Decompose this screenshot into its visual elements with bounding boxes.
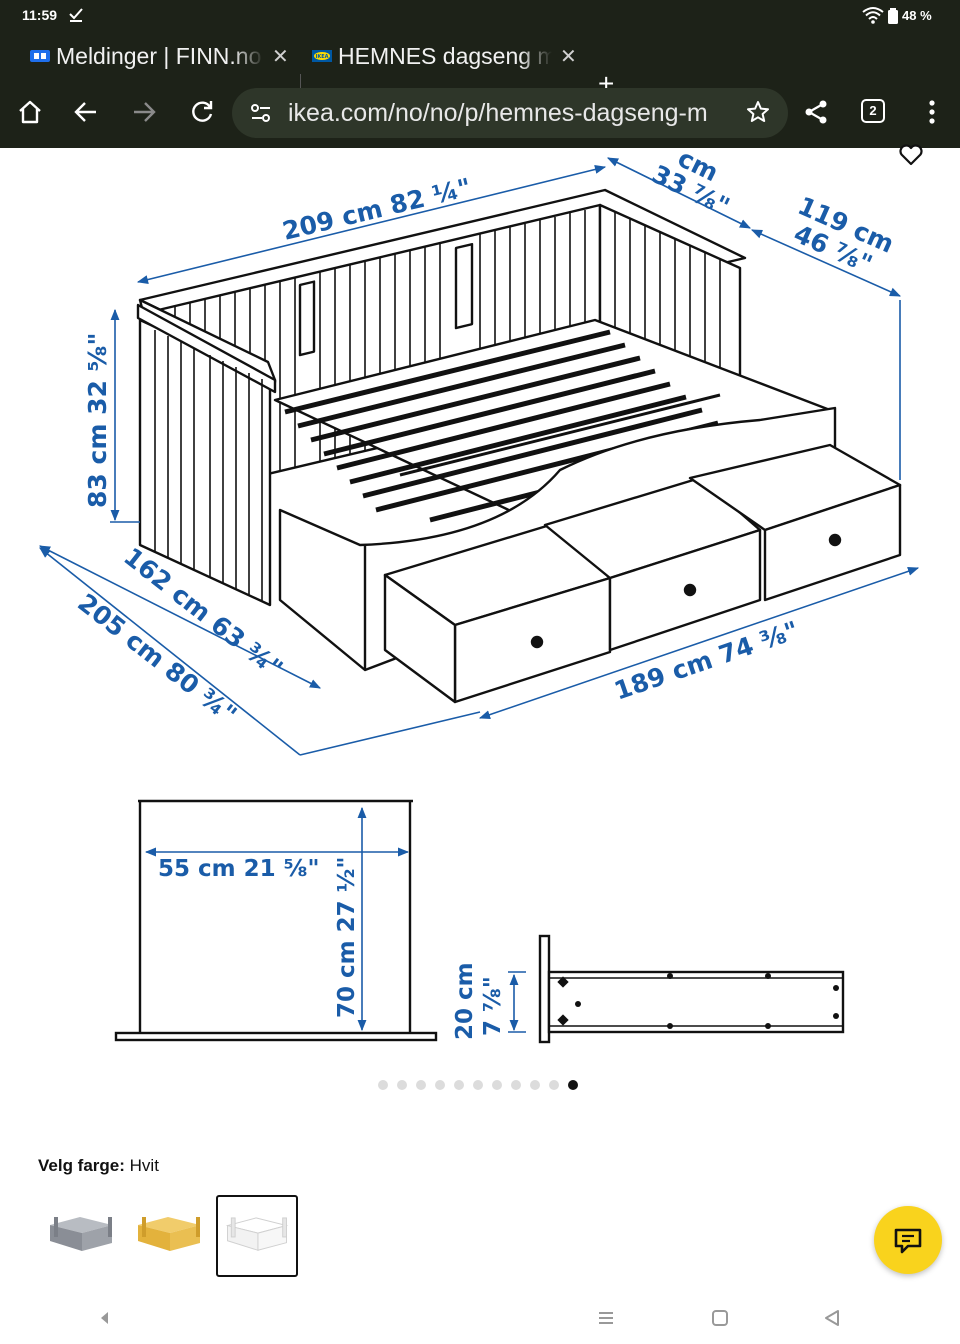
drawer-section-drawing [114, 799, 438, 1042]
recent-apps-icon[interactable] [596, 1308, 616, 1328]
image-carousel-indicator[interactable] [378, 1080, 578, 1090]
carousel-dot[interactable] [397, 1080, 407, 1090]
address-bar[interactable]: ikea.com/no/no/p/hemnes-dagseng-m [232, 88, 788, 138]
rail-dimension-lines [508, 971, 526, 1033]
carousel-dot[interactable] [492, 1080, 502, 1090]
finn-favicon [30, 50, 50, 62]
label-drawer-height: 70 cm 27 ½" [334, 857, 360, 1018]
label-rail-height-in: 7 ⅞" [480, 976, 506, 1036]
label-rail-height: 20 cm [452, 962, 478, 1040]
carousel-dot[interactable] [473, 1080, 483, 1090]
color-swatch-yellow[interactable] [128, 1195, 210, 1277]
carousel-dot[interactable] [568, 1080, 578, 1090]
tab-strip: Meldinger | FINN.no ✕ IKEA HEMNES dagsen… [0, 32, 960, 100]
carousel-dot[interactable] [511, 1080, 521, 1090]
favourite-heart-icon[interactable] [898, 144, 924, 166]
system-navigation-bar [0, 1296, 960, 1344]
battery-percent: 48 % [902, 8, 932, 23]
tab-title: Meldinger | FINN.no [56, 42, 262, 69]
share-icon[interactable] [802, 98, 830, 126]
tab-finn[interactable]: Meldinger | FINN.no ✕ [30, 36, 296, 76]
carousel-dot[interactable] [549, 1080, 559, 1090]
color-swatch-white[interactable] [216, 1195, 298, 1277]
daybed-thumbnail-yellow [138, 1217, 200, 1251]
tab-title: HEMNES dagseng med 3 skuffer [338, 42, 552, 69]
daybed-thumbnail-grey [50, 1217, 112, 1251]
keyboard-hide-icon[interactable] [98, 1310, 110, 1326]
status-time: 11:59 [22, 7, 58, 23]
rail-side-drawing [538, 934, 845, 1044]
daybed-thumbnail-white [225, 1217, 289, 1251]
dimension-lines [39, 157, 920, 756]
drawer-dimension-lines [144, 806, 410, 1032]
carousel-dot[interactable] [454, 1080, 464, 1090]
tab-divider [300, 74, 301, 100]
home-nav-icon[interactable] [710, 1308, 730, 1328]
forward-icon[interactable] [130, 98, 158, 126]
wifi-icon [862, 7, 884, 24]
product-dimension-image[interactable]: 209 cm 82 ¼" cm 33 ⅞" 119 cm 46 ⅞" 83 cm… [0, 148, 960, 1088]
label-height: 83 cm 32 ⅝" [83, 333, 112, 508]
carousel-dot[interactable] [435, 1080, 445, 1090]
svg-text:IKEA: IKEA [315, 54, 328, 60]
carousel-dot[interactable] [530, 1080, 540, 1090]
tab-close-icon[interactable]: ✕ [560, 45, 577, 68]
browser-toolbar: ikea.com/no/no/p/hemnes-dagseng-m 2 [0, 80, 960, 146]
download-done-icon [69, 8, 83, 22]
back-icon[interactable] [72, 98, 100, 126]
back-nav-icon[interactable] [822, 1308, 842, 1328]
tab-count-button[interactable]: 2 [861, 99, 885, 123]
carousel-dot[interactable] [378, 1080, 388, 1090]
tab-close-icon[interactable]: ✕ [272, 45, 289, 68]
url-text: ikea.com/no/no/p/hemnes-dagseng-m [288, 99, 708, 127]
chat-icon [894, 1228, 922, 1254]
label-drawer-depth: 55 cm 21 ⅝" [158, 856, 319, 882]
tab-ikea[interactable]: IKEA HEMNES dagseng med 3 skuffer ✕ [312, 36, 584, 76]
home-icon[interactable] [16, 98, 44, 126]
browser-chrome: 11:59 48 % Meldinger | FINN.no ✕ IKEA HE… [0, 0, 960, 148]
carousel-dot[interactable] [416, 1080, 426, 1090]
site-settings-icon[interactable] [250, 102, 272, 124]
chat-button[interactable] [874, 1206, 942, 1274]
bookmark-star-icon[interactable] [746, 100, 770, 124]
status-bar: 11:59 48 % [0, 0, 960, 32]
color-swatch-grey[interactable] [40, 1195, 122, 1277]
color-picker-value: Hvit [129, 1156, 159, 1175]
color-picker-title: Velg farge: [38, 1156, 125, 1175]
reload-icon[interactable] [188, 98, 216, 126]
ikea-favicon: IKEA [312, 50, 332, 62]
color-picker-label: Velg farge: Hvit [38, 1156, 159, 1176]
more-menu-icon[interactable] [918, 98, 946, 126]
battery-icon [888, 8, 898, 24]
